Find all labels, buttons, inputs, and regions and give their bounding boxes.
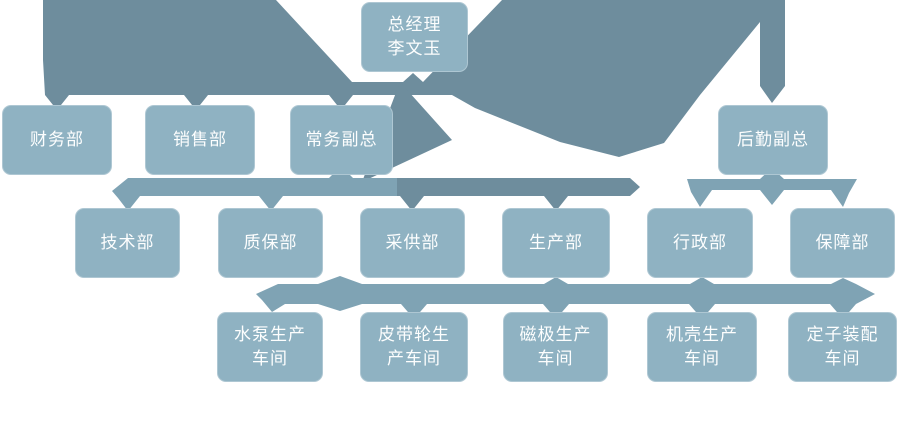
org-box-technology-dept[interactable]: 技术部 <box>75 208 180 278</box>
connector-row2-row3-left <box>112 166 397 211</box>
org-box-label: 总经理 <box>387 15 442 34</box>
org-box-label: 常务副总 <box>305 130 378 149</box>
org-box-label: 车间 <box>684 349 720 368</box>
org-box-label: 磁极生产 <box>519 325 592 344</box>
org-box-casing-workshop[interactable]: 机壳生产 车间 <box>647 312 757 382</box>
org-box-label: 机壳生产 <box>666 325 738 344</box>
org-box-procurement-dept[interactable]: 采供部 <box>360 208 465 278</box>
org-box-label: 行政部 <box>673 233 727 252</box>
org-box-logistics-deputy-gm[interactable]: 后勤副总 <box>718 105 828 175</box>
org-box-label: 定子装配 <box>806 325 879 344</box>
org-box-label: 采供部 <box>385 233 440 252</box>
org-box-pulley-workshop[interactable]: 皮带轮生 产车间 <box>360 312 468 382</box>
connector-top-mass <box>43 0 785 157</box>
org-box-sales-dept[interactable]: 销售部 <box>145 105 255 175</box>
org-box-label: 后勤副总 <box>737 130 809 149</box>
org-box-label: 车间 <box>824 349 861 368</box>
org-box-magnetic-pole-workshop[interactable]: 磁极生产 车间 <box>503 312 608 382</box>
org-box-label: 车间 <box>252 349 288 368</box>
org-box-production-dept[interactable]: 生产部 <box>502 208 610 278</box>
org-box-label: 质保部 <box>243 233 298 252</box>
connector-row2-row3-dark <box>397 178 640 211</box>
org-box-label: 水泵生产 <box>234 325 306 344</box>
org-box-label: 生产部 <box>529 233 583 252</box>
org-box-label: 保障部 <box>815 233 870 252</box>
org-box-label: 销售部 <box>173 130 227 149</box>
org-box-label: 李文玉 <box>387 39 442 58</box>
org-box-finance-dept[interactable]: 财务部 <box>2 105 112 175</box>
connector-logistics-branch <box>687 168 857 207</box>
org-box-quality-dept[interactable]: 质保部 <box>218 208 323 278</box>
org-box-general-manager[interactable]: 总经理 李文玉 <box>361 2 468 72</box>
org-box-label: 皮带轮生 <box>378 325 450 344</box>
org-box-label: 技术部 <box>100 233 155 252</box>
org-box-label: 财务部 <box>30 130 84 149</box>
org-box-stator-assembly-workshop[interactable]: 定子装配 车间 <box>788 312 897 382</box>
org-box-executive-deputy-gm[interactable]: 常务副总 <box>290 105 393 175</box>
org-box-pump-workshop[interactable]: 水泵生产 车间 <box>217 312 323 382</box>
org-box-label: 车间 <box>537 349 574 368</box>
org-box-admin-dept[interactable]: 行政部 <box>647 208 753 278</box>
connector-row3-row4 <box>256 276 875 319</box>
org-box-support-dept[interactable]: 保障部 <box>790 208 895 278</box>
org-box-label: 产车间 <box>387 349 441 368</box>
